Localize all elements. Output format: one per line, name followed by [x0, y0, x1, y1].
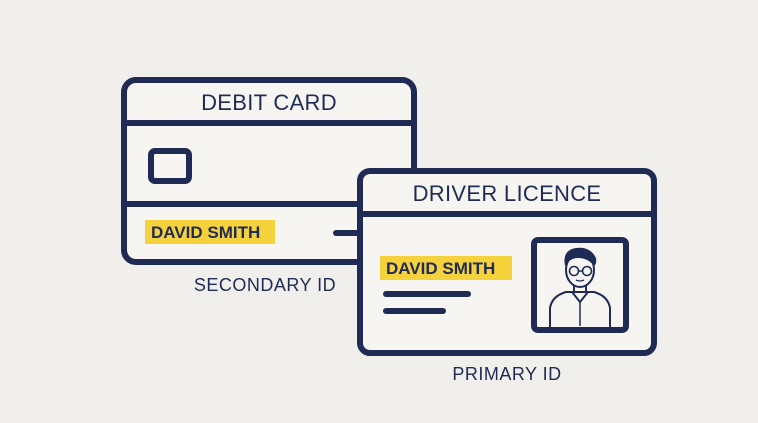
debit-card-holder-name: DAVID SMITH [151, 223, 260, 242]
debit-card-name-highlight [145, 220, 275, 244]
debit-card: DEBIT CARD DAVID SMITH [121, 77, 417, 265]
card-chip-icon [148, 148, 192, 184]
debit-card-title: DEBIT CARD [201, 90, 337, 115]
primary-id-caption: PRIMARY ID [452, 364, 561, 384]
driver-licence-name-highlight [380, 256, 512, 280]
driver-licence-title: DRIVER LICENCE [413, 181, 602, 206]
driver-licence-holder-name: DAVID SMITH [386, 259, 495, 278]
person-portrait-icon [531, 237, 629, 333]
secondary-id-caption: SECONDARY ID [194, 275, 336, 295]
driver-licence-card: DRIVER LICENCE DAVID SMITH [357, 168, 657, 356]
